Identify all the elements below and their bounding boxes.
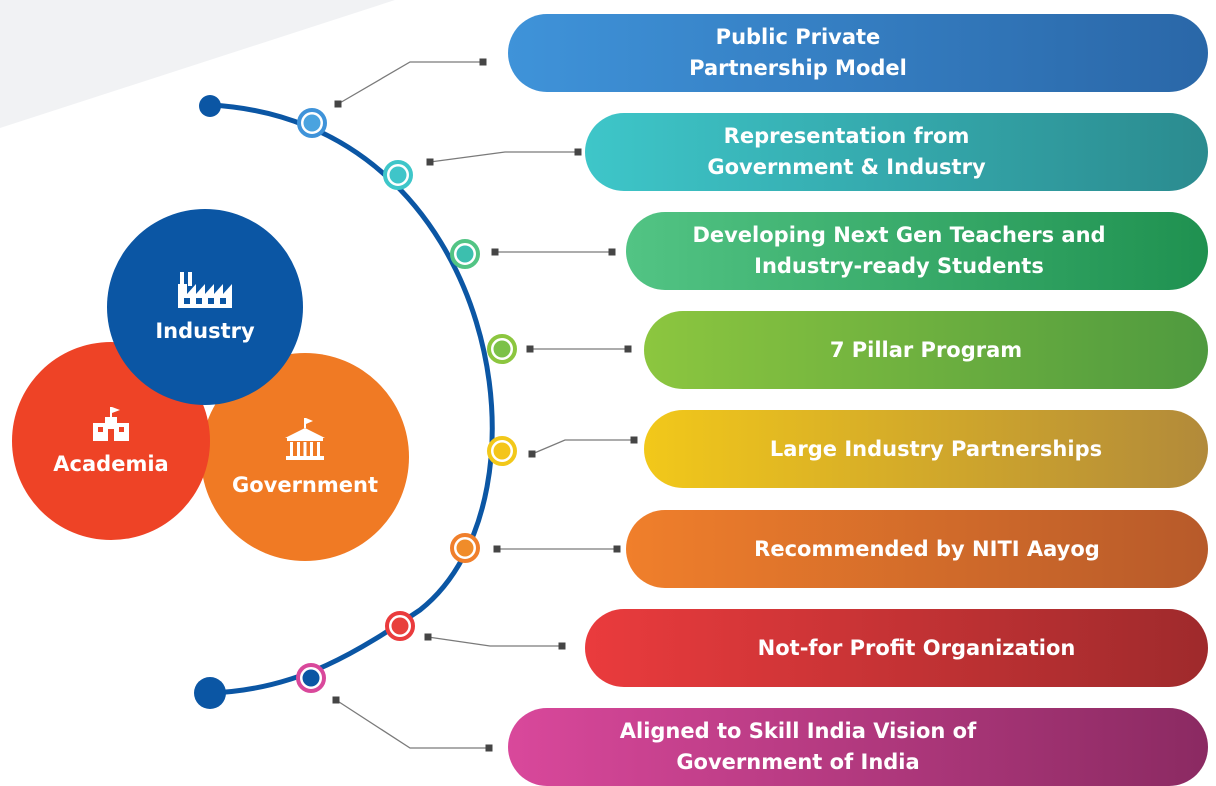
connector-endpoint <box>479 58 487 66</box>
connector-endpoint <box>334 100 342 108</box>
connector-endpoint <box>526 345 534 353</box>
feature-representation: Representation from Government & Industr… <box>585 113 1208 191</box>
feature-ppp-model: Public Private Partnership Model <box>508 14 1208 92</box>
background-band <box>0 0 395 128</box>
factory-icon <box>178 271 232 313</box>
connector-endpoint <box>332 696 340 704</box>
timeline-node-center <box>456 539 474 557</box>
feature-line-1: Developing Next Gen Teachers and <box>692 223 1106 247</box>
industry-label: Industry <box>155 318 255 343</box>
timeline-node-center <box>493 340 511 358</box>
connector-endpoint <box>491 248 499 256</box>
timeline-node-center <box>302 669 320 687</box>
feature-line-1: Recommended by NITI Aayog <box>754 536 1100 561</box>
connector-endpoint <box>624 345 632 353</box>
connector-endpoint <box>574 148 582 156</box>
timeline-node-center <box>389 166 407 184</box>
feature-line-1: 7 Pillar Program <box>829 337 1023 362</box>
arc-end-dot <box>194 677 226 709</box>
industry-circle: Industry <box>107 209 303 405</box>
academia-label: Academia <box>53 451 169 476</box>
timeline-node-center <box>303 114 321 132</box>
arc-start-dot <box>199 95 221 117</box>
feature-line-1: Public Private <box>715 25 881 49</box>
connector-endpoint <box>558 642 566 650</box>
school-icon <box>93 406 129 446</box>
government-label: Government <box>231 472 378 497</box>
connector-endpoint <box>493 545 501 553</box>
connector-endpoint <box>426 158 434 166</box>
timeline-node-center <box>456 245 474 263</box>
timeline-node-center <box>391 617 409 635</box>
connector-endpoint <box>608 248 616 256</box>
feature-line-1: Representation from <box>723 124 970 148</box>
connector-line <box>337 61 483 105</box>
connector-endpoint <box>485 744 493 752</box>
feature-line-1: Large Industry Partnerships <box>769 436 1103 461</box>
connector-line <box>335 699 489 749</box>
connector-endpoint <box>528 450 536 458</box>
feature-line-2: Government & Industry <box>707 155 986 179</box>
connector-line <box>531 439 634 455</box>
feature-7-pillar: 7 Pillar Program <box>644 311 1208 389</box>
feature-line-1: Aligned to Skill India Vision of <box>619 719 977 743</box>
feature-large-partnerships: Large Industry Partnerships <box>644 410 1208 488</box>
feature-not-for-profit: Not-for Profit Organization <box>585 609 1208 687</box>
feature-skill-india: Aligned to Skill India Vision of Governm… <box>508 708 1208 786</box>
government-building-icon <box>285 417 325 467</box>
connector-line <box>427 636 562 647</box>
connector-endpoint <box>630 436 638 444</box>
feature-line-2: Partnership Model <box>689 56 907 80</box>
feature-next-gen: Developing Next Gen Teachers and Industr… <box>626 212 1208 290</box>
feature-niti-aayog: Recommended by NITI Aayog <box>626 510 1208 588</box>
feature-line-2: Government of India <box>676 750 920 774</box>
feature-line-2: Industry-ready Students <box>754 254 1044 278</box>
timeline-node-center <box>493 442 511 460</box>
connector-endpoint <box>424 633 432 641</box>
connector-endpoint <box>613 545 621 553</box>
connector-line <box>429 151 578 163</box>
feature-line-1: Not-for Profit Organization <box>757 635 1076 660</box>
